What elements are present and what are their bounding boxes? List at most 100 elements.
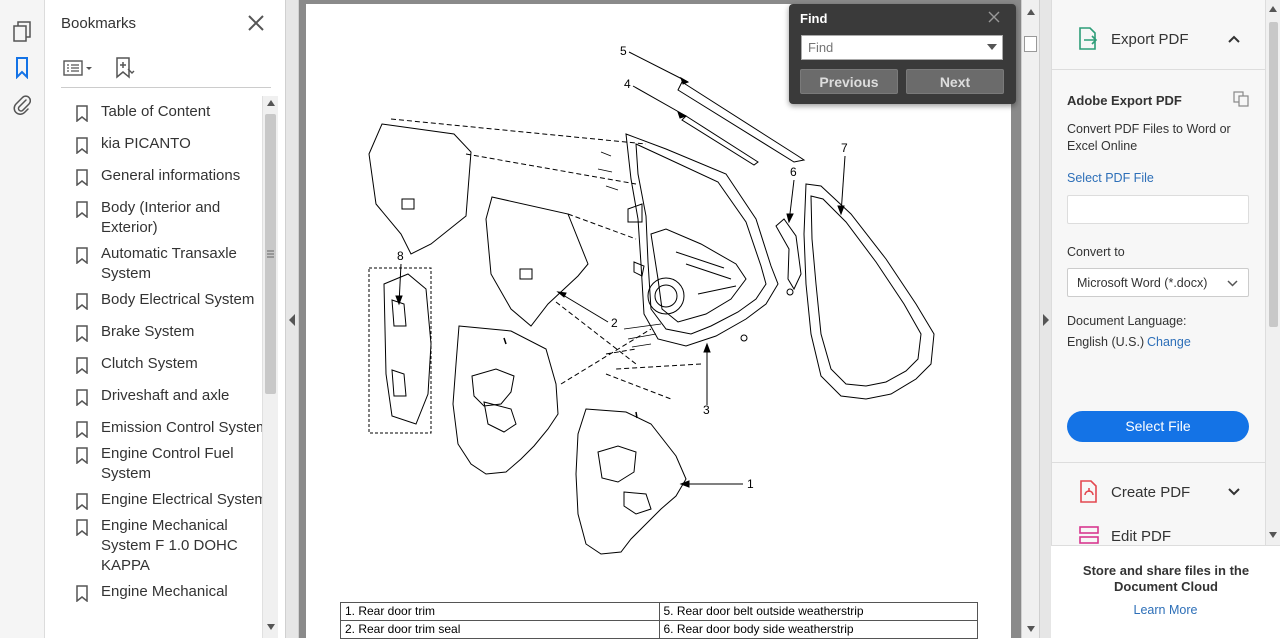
- bookmark-item[interactable]: Brake System: [61, 322, 273, 342]
- bookmark-item[interactable]: kia PICANTO: [61, 134, 273, 154]
- bookmark-label: Emission Control System: [101, 419, 269, 436]
- right-panel-divider[interactable]: [1039, 0, 1051, 638]
- change-language-link[interactable]: Change: [1147, 335, 1191, 349]
- bookmarks-scrollbar[interactable]: [262, 96, 278, 638]
- bookmark-label: Engine Mechanical: [101, 583, 228, 600]
- bookmark-label: Brake System: [101, 323, 195, 340]
- bookmark-item[interactable]: Driveshaft and axle: [61, 386, 273, 406]
- legend-cell: 5. Rear door belt outside weatherstrip: [658, 602, 978, 621]
- bookmark-icon: [76, 389, 88, 406]
- scroll-down-icon[interactable]: [1027, 626, 1035, 632]
- attachments-icon[interactable]: [8, 90, 36, 118]
- bookmark-icon: [76, 201, 88, 218]
- bookmark-icon: [76, 325, 88, 342]
- bookmark-item[interactable]: Engine Mechanical System F 1.0 DOHC KAPP…: [61, 516, 273, 576]
- callout-1: 1: [747, 477, 754, 491]
- bookmark-label: Table of Content: [101, 103, 211, 120]
- bookmark-icon: [76, 247, 88, 264]
- bookmark-icon: [76, 105, 88, 122]
- chevron-down-icon: [1227, 280, 1238, 287]
- bookmark-label: Body (Interior and Exterior): [101, 199, 221, 236]
- find-input[interactable]: [801, 35, 1003, 60]
- bookmarks-title: Bookmarks: [61, 15, 137, 32]
- find-options-chevron-icon[interactable]: [987, 44, 997, 50]
- tools-panel: Export PDF Adobe Export PDF Convert PDF …: [1051, 0, 1266, 638]
- collapse-left-icon[interactable]: [288, 314, 296, 326]
- callout-6: 6: [790, 165, 797, 179]
- convert-to-value: Microsoft Word (*.docx): [1077, 276, 1208, 290]
- pdf-file-field[interactable]: [1067, 195, 1249, 224]
- scrollbar-thumb[interactable]: [265, 114, 276, 394]
- legend-cell: 6. Rear door body side weatherstrip: [658, 620, 978, 639]
- find-popup: Find Previous Next: [789, 4, 1016, 104]
- bookmark-item[interactable]: Engine Electrical System: [61, 490, 273, 510]
- callout-4: 4: [624, 77, 631, 91]
- learn-more-link[interactable]: Learn More: [1133, 603, 1198, 617]
- document-view[interactable]: 5 4 6 7 8 2 3 1 1. Rear door trim 5. Rea…: [299, 0, 1021, 644]
- scroll-down-icon[interactable]: [1269, 532, 1277, 538]
- scrollbar-thumb[interactable]: [1269, 22, 1278, 327]
- bookmark-label: Engine Mechanical System F 1.0 DOHC KAPP…: [101, 517, 238, 574]
- parts-legend-table: 1. Rear door trim 5. Rear door belt outs…: [340, 602, 978, 639]
- bookmark-icon: [76, 137, 88, 154]
- edit-pdf-label: Edit PDF: [1111, 528, 1172, 545]
- edit-pdf-tool[interactable]: Edit PDF: [1052, 515, 1266, 545]
- bookmark-item[interactable]: Table of Content: [61, 102, 273, 122]
- bookmark-icon: [76, 447, 88, 464]
- bookmark-item[interactable]: Body Electrical System: [61, 290, 273, 310]
- tools-scrollbar[interactable]: [1265, 0, 1280, 545]
- callout-5: 5: [620, 44, 627, 58]
- adobe-export-title: Adobe Export PDF: [1067, 93, 1182, 108]
- export-pdf-header[interactable]: Export PDF: [1052, 0, 1266, 70]
- select-file-button[interactable]: Select File: [1067, 411, 1249, 442]
- bookmark-label: Engine Electrical System: [101, 491, 267, 508]
- legend-cell: 2. Rear door trim seal: [340, 620, 660, 639]
- divider: [1052, 462, 1266, 463]
- edit-pdf-icon: [1079, 526, 1099, 544]
- bookmark-item[interactable]: Engine Control Fuel System: [61, 444, 273, 484]
- doc-language-label: Document Language:: [1067, 314, 1187, 328]
- bookmark-label: Clutch System: [101, 355, 198, 372]
- create-pdf-tool[interactable]: Create PDF: [1052, 470, 1266, 512]
- bookmark-item[interactable]: Engine Mechanical: [61, 582, 273, 602]
- left-panel-divider[interactable]: [285, 0, 299, 638]
- document-cloud-promo: Store and share files in the Document Cl…: [1051, 545, 1280, 638]
- document-scrollbar[interactable]: [1021, 0, 1039, 638]
- convert-to-select[interactable]: Microsoft Word (*.docx): [1067, 268, 1249, 297]
- bookmark-icon: [76, 421, 88, 438]
- scrollbar-thumb[interactable]: [1024, 36, 1037, 52]
- find-next-button[interactable]: Next: [906, 69, 1004, 94]
- bookmark-item[interactable]: Emission Control System: [61, 418, 273, 438]
- bookmark-icon: [76, 357, 88, 374]
- bookmark-label: Engine Control Fuel System: [101, 445, 234, 482]
- chevron-down-icon[interactable]: [1228, 488, 1240, 496]
- bookmark-icon: [76, 585, 88, 602]
- bookmark-item[interactable]: Automatic Transaxle System: [61, 244, 273, 284]
- find-previous-button[interactable]: Previous: [800, 69, 898, 94]
- bookmark-label: General informations: [101, 167, 241, 184]
- cloud-convert-icon: [1233, 91, 1249, 107]
- exploded-door-diagram: 5 4 6 7 8 2 3 1: [368, 44, 935, 555]
- find-close-icon[interactable]: [987, 10, 1001, 24]
- find-title: Find: [800, 11, 828, 26]
- page-thumbnails-icon[interactable]: [8, 18, 36, 46]
- pdf-page: 5 4 6 7 8 2 3 1 1. Rear door trim 5. Rea…: [306, 4, 1011, 644]
- new-bookmark-icon[interactable]: [113, 56, 135, 80]
- select-pdf-link[interactable]: Select PDF File: [1067, 171, 1154, 185]
- scroll-up-icon[interactable]: [267, 100, 275, 106]
- close-icon[interactable]: [245, 12, 267, 34]
- chevron-up-icon[interactable]: [1228, 35, 1240, 43]
- scroll-up-icon[interactable]: [1027, 9, 1035, 15]
- bookmark-item[interactable]: General informations: [61, 166, 273, 186]
- callout-2: 2: [611, 316, 618, 330]
- table-row: 2. Rear door trim seal 6. Rear door body…: [340, 620, 978, 639]
- export-description: Convert PDF Files to Word or Excel Onlin…: [1067, 122, 1231, 153]
- bookmarks-icon[interactable]: [8, 54, 36, 82]
- bookmark-options-button[interactable]: [63, 58, 97, 78]
- bookmark-item[interactable]: Clutch System: [61, 354, 273, 374]
- scroll-up-icon[interactable]: [1269, 6, 1277, 12]
- bookmark-icon: [76, 293, 88, 310]
- bookmark-item[interactable]: Body (Interior and Exterior): [61, 198, 273, 238]
- collapse-right-icon[interactable]: [1042, 314, 1050, 326]
- scroll-down-icon[interactable]: [267, 624, 275, 630]
